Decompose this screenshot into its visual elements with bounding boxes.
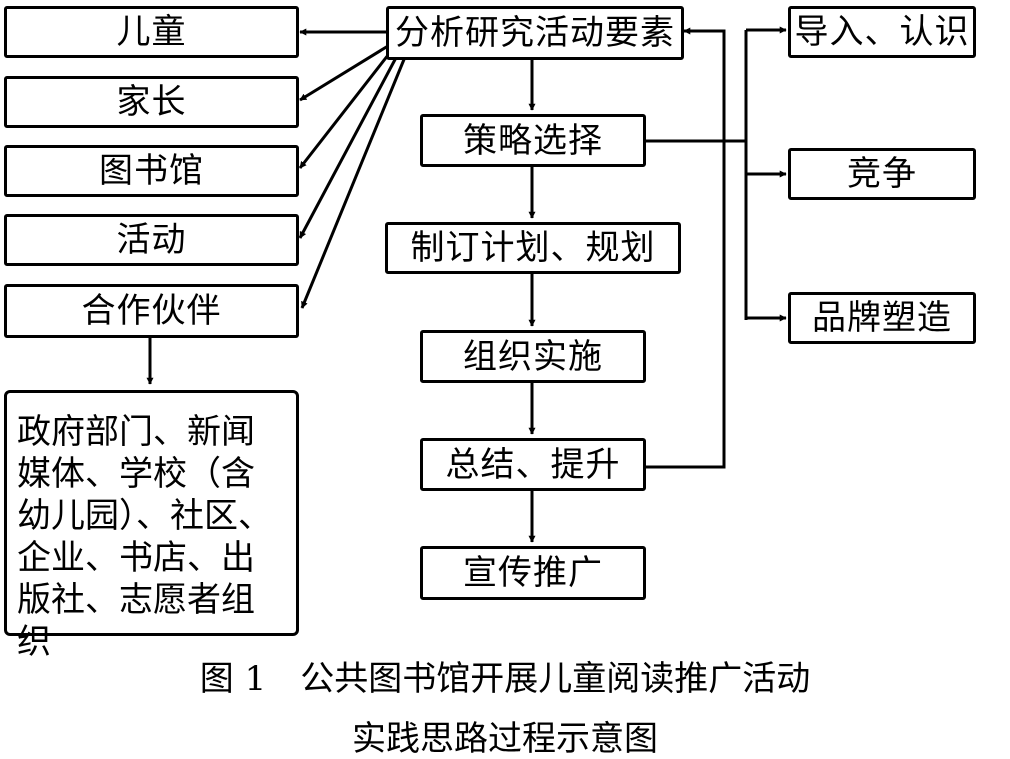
figure-caption-line1: 图 1 公共图书馆开展儿童阅读推广活动	[199, 659, 811, 699]
node-implement: 组织实施	[420, 330, 646, 383]
node-intro: 导入、认识	[788, 6, 976, 58]
node-parents: 家长	[4, 76, 299, 128]
node-activity: 活动	[4, 214, 299, 266]
node-partners: 合作伙伴	[4, 284, 299, 338]
node-analyze-elements: 分析研究活动要素	[386, 6, 684, 60]
node-compete: 竞争	[788, 148, 976, 200]
node-brand: 品牌塑造	[788, 292, 976, 344]
node-promote: 宣传推广	[420, 546, 646, 600]
node-summary: 总结、提升	[420, 438, 646, 491]
node-partners-detail: 政府部门、新闻媒体、学校（含幼儿园）、社区、企业、书店、出版社、志愿者组织	[4, 390, 299, 662]
node-plan: 制订计划、规划	[385, 222, 681, 274]
figure-caption-line2: 实践思路过程示意图	[352, 719, 658, 759]
arrow-analyze-to-partners	[300, 56, 407, 309]
arrow-analyze-to-parents	[299, 44, 389, 102]
arrow-analyze-to-activity	[298, 53, 400, 239]
arrow-summary-feedback-to-analyze	[646, 27, 726, 469]
node-library: 图书馆	[4, 145, 299, 197]
arrow-analyze-to-library	[298, 49, 394, 169]
node-children: 儿童	[4, 6, 299, 58]
node-strategy-selection: 策略选择	[420, 114, 646, 167]
